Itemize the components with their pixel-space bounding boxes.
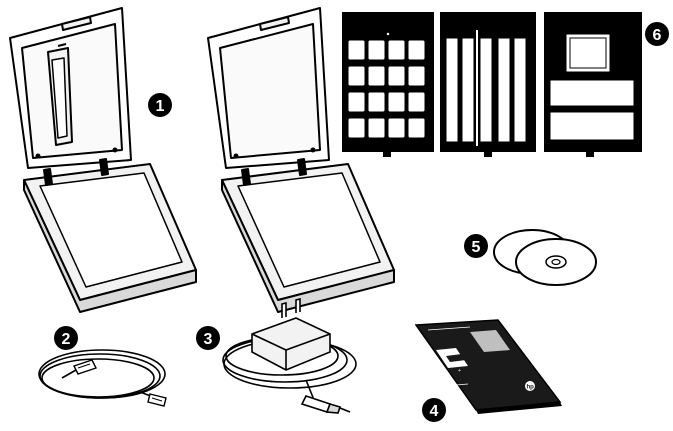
svg-text:3: 3 (204, 331, 213, 348)
callout-5: 5 (464, 234, 488, 258)
film-holder-negatives (440, 12, 536, 157)
callout-1: 1 (148, 93, 172, 117)
film-holder-slides (342, 12, 434, 157)
power-adapter (222, 297, 357, 414)
callout-6: 6 (645, 22, 669, 46)
svg-text:1: 1 (156, 98, 165, 115)
user-manual: + hp (414, 319, 562, 414)
svg-text:6: 6 (653, 27, 662, 44)
cd-discs (493, 229, 597, 286)
callout-4: 4 (422, 398, 446, 422)
callout-3: 3 (196, 326, 220, 350)
scanner-with-film-adapter (9, 7, 197, 313)
svg-text:4: 4 (430, 403, 439, 420)
manual-cover-mark: + (458, 368, 461, 374)
hp-logo-icon: hp (525, 381, 535, 391)
scanner-plain (207, 7, 395, 313)
svg-text:hp: hp (527, 385, 535, 391)
film-holder-medium-format (544, 12, 642, 157)
usb-cable (38, 349, 167, 407)
svg-text:5: 5 (472, 239, 481, 256)
svg-text:2: 2 (62, 331, 71, 348)
callout-2: 2 (54, 326, 78, 350)
